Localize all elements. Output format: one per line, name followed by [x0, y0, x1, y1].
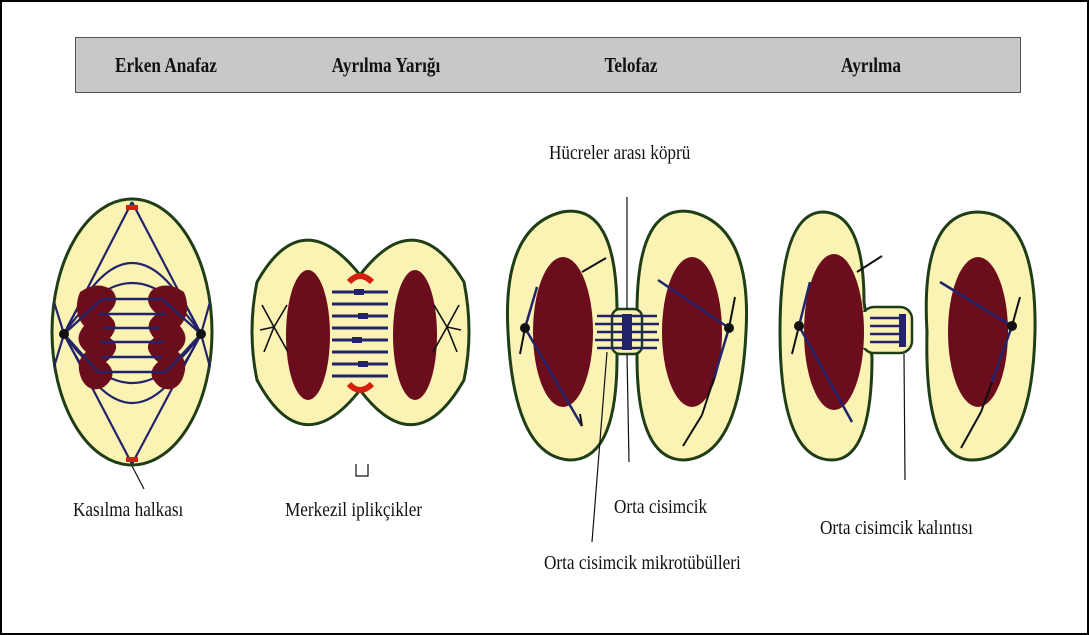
daughter-nucleus-left	[804, 254, 864, 410]
label-intercellular-bridge: Hücreler arası köprü	[549, 142, 690, 165]
midbody-remnant	[899, 314, 906, 347]
contractile-ring-bottom	[126, 457, 138, 462]
contractile-ring-top	[126, 205, 138, 210]
central-spindle-marker	[356, 464, 368, 476]
centrosome-left	[59, 329, 69, 339]
daughter-nucleus-right	[662, 257, 722, 407]
telophase-cells	[507, 197, 746, 542]
contractile-ring-pointer	[132, 466, 144, 489]
midbody-remnant-pointer	[904, 354, 905, 480]
label-midbody: Orta cisimcik	[614, 496, 707, 519]
cell-membrane	[52, 199, 212, 465]
label-midbody-remnant: Orta cisimcik kalıntısı	[820, 517, 973, 540]
abscission-cells	[780, 212, 1035, 480]
midbody-pointer	[627, 354, 629, 462]
early-anaphase-cell	[52, 199, 212, 489]
label-central-spindle: Merkezil iplikçikler	[285, 499, 422, 522]
label-contractile-ring: Kasılma halkası	[73, 499, 183, 522]
chromosome-mass-left	[77, 285, 116, 389]
centrosome-right	[1007, 321, 1017, 331]
chromosomes-left	[286, 270, 330, 400]
cleavage-furrow-cell	[252, 240, 469, 476]
centrosome-right	[724, 323, 734, 333]
midbody	[622, 314, 632, 350]
centrosome-left	[520, 323, 530, 333]
chromosome-mass-right	[148, 285, 187, 389]
chromosomes-right	[393, 270, 437, 400]
label-midbody-microtubules: Orta cisimcik mikrotübülleri	[544, 552, 741, 575]
centrosome-left	[794, 321, 804, 331]
daughter-nucleus-right	[948, 257, 1008, 407]
centrosome-right	[196, 329, 206, 339]
daughter-nucleus-left	[533, 257, 593, 407]
